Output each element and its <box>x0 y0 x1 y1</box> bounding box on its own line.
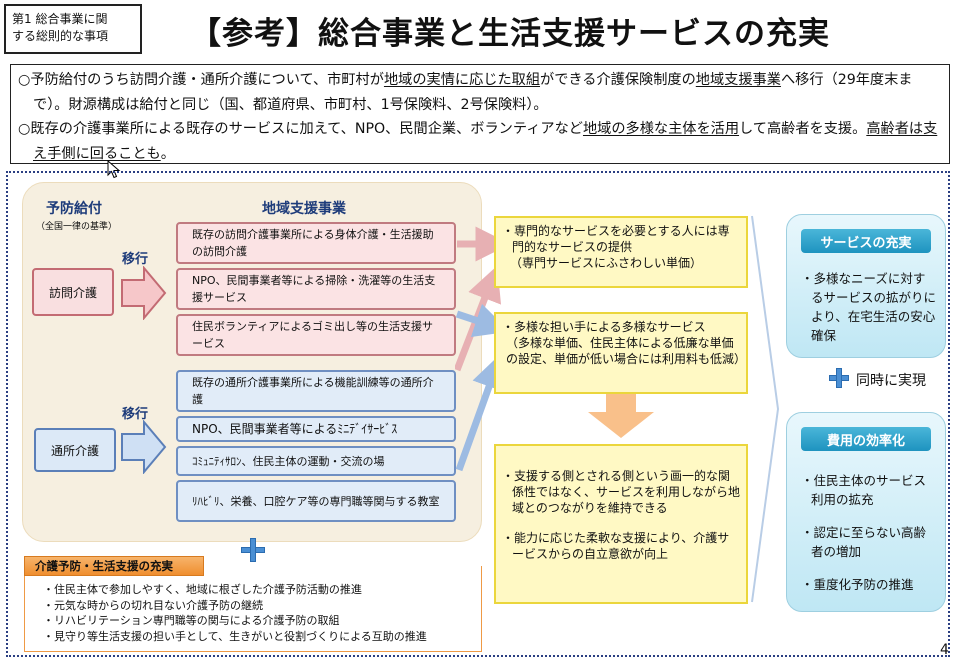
chiiki-item: NPO、民間事業者等によるﾐﾆﾃﾞｲｻｰﾋﾞｽ <box>176 416 456 442</box>
bottom-bullets: ・住民主体で参加しやすく、地域に根ざした介護予防活動の推進 ・元気な時からの切れ… <box>24 566 482 652</box>
pink-arrow-icon <box>121 266 167 320</box>
chevron-right-icon <box>751 215 780 603</box>
chiiki-item-label: 既存の通所介護事業所による機能訓練等の通所介護 <box>192 376 434 406</box>
mouse-cursor-icon <box>107 160 121 179</box>
bottom-heading: 介護予防・生活支援の充実 <box>24 556 204 576</box>
chiiki-item: NPO、民間事業者等による掃除・洗濯等の生活支援サービス <box>176 268 456 310</box>
outcome-text: ・支援する側とされる側という画一的な関係性ではなく、サービスを利用しながら地域と… <box>502 469 741 515</box>
outcome-box-3: ・支援する側とされる側という画一的な関係性ではなく、サービスを利用しながら地域と… <box>494 444 748 604</box>
simultaneous-label: 同時に実現 <box>856 373 926 389</box>
outcome-box-1: ・専門的なサービスを必要とする人には専門的なサービスの提供 （専門サービスにふさ… <box>494 216 748 288</box>
bullet-item: ・住民主体で参加しやすく、地域に根ざした介護予防活動の推進 <box>43 583 362 596</box>
bullet-item: ・元気な時からの切れ目ない介護予防の継続 <box>43 598 263 612</box>
bullet-item: ・見守り等生活支援の担い手として、生きがいと役割づくりによる互助の推進 <box>43 629 427 643</box>
cost-panel-text: ・重度化予防の推進 <box>801 577 914 592</box>
chiiki-item: ｺﾐｭﾆﾃｨｻﾛﾝ、住民主体の運動・交流の場 <box>176 446 456 476</box>
summary-underline: 高齢者は支え手側に回ることも <box>33 121 938 162</box>
summary-underline: 地域支援事業 <box>695 72 781 88</box>
houmon-box: 訪問介護 <box>32 268 114 316</box>
blue-arrow-icon <box>121 420 167 474</box>
yobo-subheading: （全国一律の基準） <box>36 222 118 232</box>
chiiki-item-label: ｺﾐｭﾆﾃｨｻﾛﾝ、住民主体の運動・交流の場 <box>192 454 385 468</box>
tsusho-box: 通所介護 <box>34 428 116 472</box>
summary-underline: 地域の多様な主体を活用 <box>582 121 740 137</box>
chiiki-heading: 地域支援事業 <box>262 201 346 217</box>
bullet-item: ・リハビリテーション専門職等の関与による介護予防の取組 <box>43 614 340 627</box>
summary-paragraph-1: ○予防給付のうち訪問介護・通所介護について、市町村が地域の実情に応じた取組ができ… <box>18 68 942 117</box>
outcome-box-2: ・多様な担い手による多様なサービス （多様な単価、住民主体による低廉な単価の設定… <box>494 312 748 394</box>
summary-text: へ移行（29年度末まで）。財源構成は給付と同じ（国、都道府県、市町村、1号保険料… <box>33 72 913 113</box>
chiiki-item: 住民ボランティアによるゴミ出し等の生活支援サービス <box>176 314 456 356</box>
cost-panel-body: ・住民主体のサービス利用の拡充 ・認定に至らない高齢者の増加 ・重度化予防の推進 <box>801 471 937 594</box>
ikou-label-1: 移行 <box>122 252 149 267</box>
outcome-text: （専門サービスにふさわしい単価） <box>510 256 703 270</box>
houmon-label: 訪問介護 <box>48 285 97 300</box>
chiiki-item: 既存の訪問介護事業所による身体介護・生活援助の訪問介護 <box>176 222 456 264</box>
service-panel-heading: サービスの充実 <box>801 229 931 253</box>
summary-underline: 地域の実情に応じた取組 <box>383 72 541 88</box>
diagram-frame <box>6 171 950 657</box>
chiiki-item-label: NPO、民間事業者等による掃除・洗濯等の生活支援サービス <box>192 274 436 304</box>
cost-panel-text: ・認定に至らない高齢者の増加 <box>801 525 927 559</box>
tsusho-label: 通所介護 <box>50 443 99 458</box>
page-number: 4 <box>940 642 949 658</box>
cost-panel-text: ・住民主体のサービス利用の拡充 <box>801 473 927 507</box>
section-tag-line1: 第1 総合事業に関 <box>12 12 108 26</box>
summary-paragraph-2: ○既存の介護事業所による既存のサービスに加えて、NPO、民間企業、ボランティアな… <box>18 117 942 166</box>
outcome-text: ・能力に応じた柔軟な支援により、介護サービスからの自立意欲が向上 <box>502 531 730 561</box>
chiiki-item-label: 住民ボランティアによるゴミ出し等の生活支援サービス <box>192 320 434 350</box>
page-title: 【参考】総合事業と生活支援サービスの充実 <box>190 16 830 52</box>
yobo-heading: 予防給付 <box>46 201 102 217</box>
chiiki-item: ﾘﾊﾋﾞﾘ、栄養、口腔ケア等の専門職等関与する教室 <box>176 480 456 522</box>
summary-text: ○既存の介護事業所による既存のサービスに加えて、NPO、民間企業、ボランティアな… <box>18 121 583 137</box>
summary-box: ○予防給付のうち訪問介護・通所介護について、市町村が地域の実情に応じた取組ができ… <box>10 64 950 164</box>
down-arrow-icon <box>588 394 654 438</box>
chiiki-item-label: NPO、民間事業者等によるﾐﾆﾃﾞｲｻｰﾋﾞｽ <box>192 421 398 436</box>
service-panel: サービスの充実 ・多様なニーズに対するサービスの拡がりにより、在宅生活の安心確保 <box>786 214 946 358</box>
service-panel-text: ・多様なニーズに対するサービスの拡がりにより、在宅生活の安心確保 <box>801 271 937 343</box>
summary-text: して高齢者を支援。 <box>739 121 867 137</box>
outcome-text: ・専門的なサービスを必要とする人には専門的なサービスの提供 <box>502 224 730 254</box>
section-tag-line2: する総則的な事項 <box>12 29 109 43</box>
summary-text: ができる介護保険制度の <box>540 72 696 88</box>
connector-arrows <box>455 226 505 472</box>
service-panel-body: ・多様なニーズに対するサービスの拡がりにより、在宅生活の安心確保 <box>801 269 937 345</box>
summary-text: ○予防給付のうち訪問介護・通所介護について、市町村が <box>18 72 384 88</box>
summary-text: 。 <box>160 145 175 162</box>
outcome-text: （多様な単価、住民主体による低廉な単価の設定、単価が低い場合には利用料も低減） <box>506 336 747 366</box>
chiiki-item: 既存の通所介護事業所による機能訓練等の通所介護 <box>176 370 456 412</box>
chiiki-item-label: ﾘﾊﾋﾞﾘ、栄養、口腔ケア等の専門職等関与する教室 <box>192 494 440 508</box>
chiiki-item-label: 既存の訪問介護事業所による身体介護・生活援助の訪問介護 <box>192 228 434 258</box>
ikou-label-2: 移行 <box>122 407 149 422</box>
plus-icon <box>836 368 842 388</box>
outcome-text: ・多様な担い手による多様なサービス <box>502 320 706 334</box>
section-tag: 第1 総合事業に関 する総則的な事項 <box>4 4 142 54</box>
cost-panel-heading: 費用の効率化 <box>801 427 931 451</box>
plus-icon <box>250 538 256 562</box>
cost-panel: 費用の効率化 ・住民主体のサービス利用の拡充 ・認定に至らない高齢者の増加 ・重… <box>786 412 946 612</box>
